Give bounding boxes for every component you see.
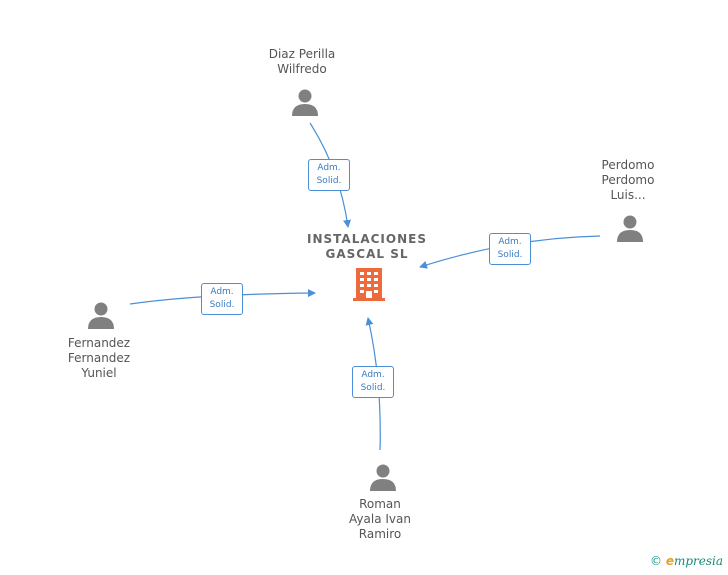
person-name-diaz[interactable]: Diaz Perilla Wilfredo (268, 47, 336, 76)
brand-logo-text: mpresia (673, 554, 724, 568)
company-name[interactable]: INSTALACIONES GASCAL SL (307, 232, 427, 261)
edge-label-fernandez: Adm. Solid. (201, 283, 243, 315)
person-icon (617, 215, 643, 242)
person-icon (88, 302, 114, 329)
person-icon (370, 464, 396, 491)
person-name-perdomo[interactable]: Perdomo Perdomo Luis... (601, 158, 655, 202)
person-name-fernandez[interactable]: Fernandez Fernandez Yuniel (67, 336, 131, 380)
person-name-roman[interactable]: Roman Ayala Ivan Ramiro (349, 497, 411, 541)
brand-logo-initial: e (665, 554, 674, 568)
footer-brand: © empresia (650, 554, 723, 568)
building-icon (353, 268, 385, 301)
edge-label-diaz: Adm. Solid. (308, 159, 350, 191)
person-icon (292, 89, 318, 116)
edge-label-perdomo: Adm. Solid. (489, 233, 531, 265)
copyright-icon: © (650, 554, 662, 568)
edge-label-roman: Adm. Solid. (352, 366, 394, 398)
